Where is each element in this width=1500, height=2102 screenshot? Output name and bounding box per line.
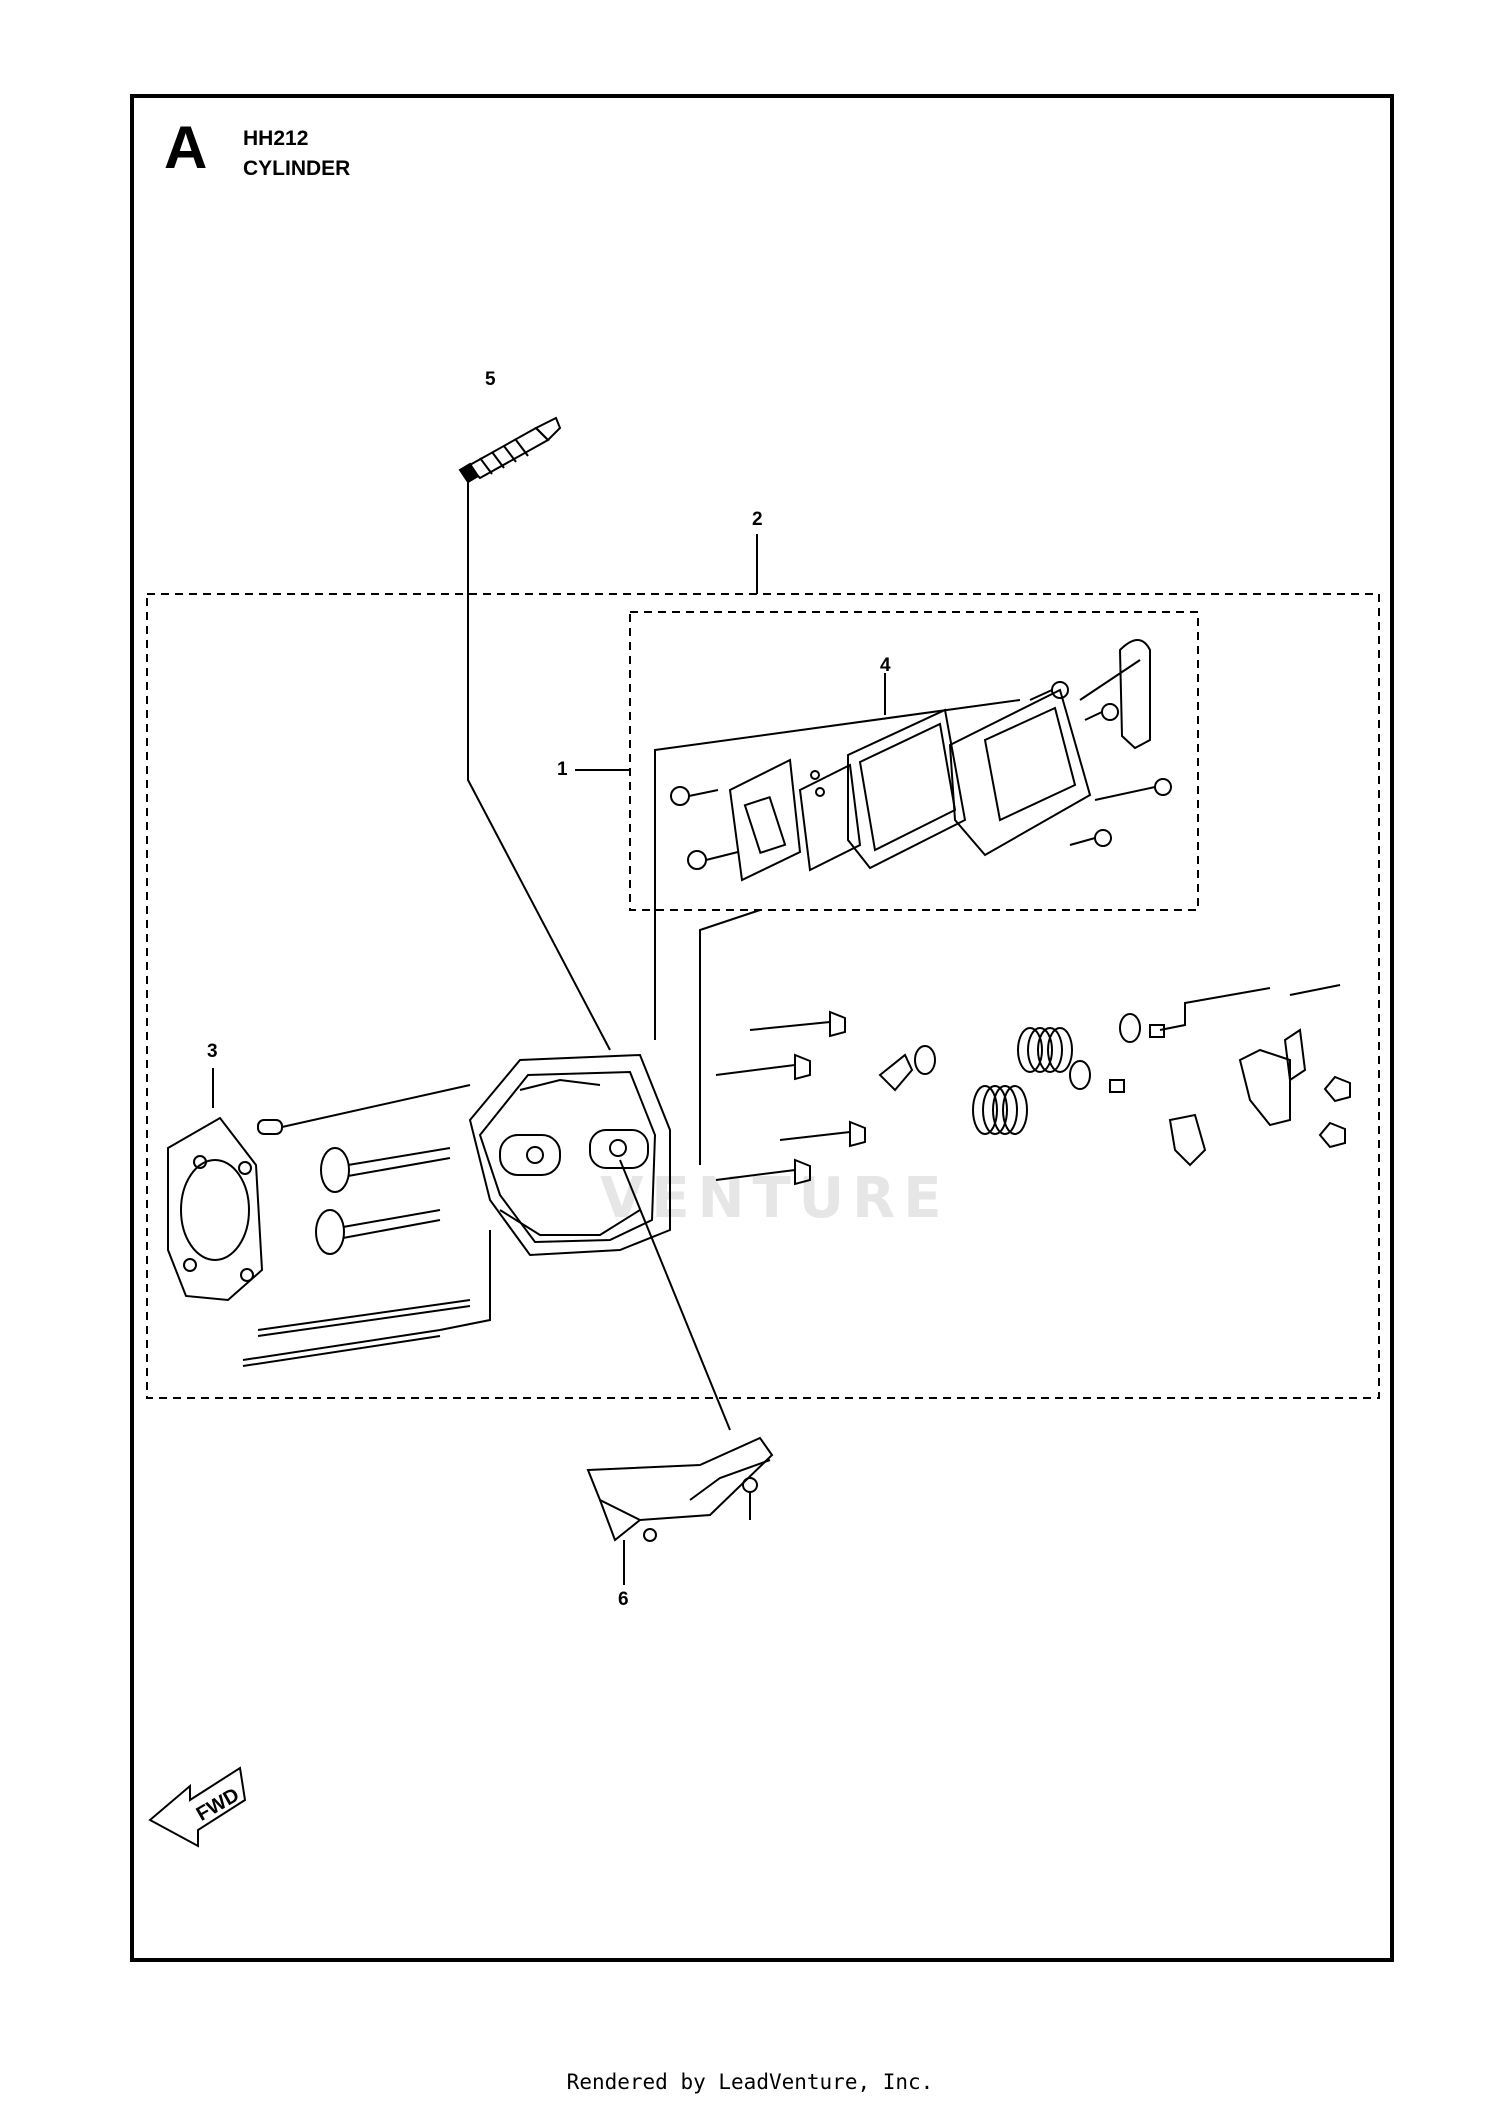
footer-credit: Rendered by LeadVenture, Inc. <box>566 2070 934 2094</box>
shroud-leader <box>619 1159 731 1431</box>
spark-plug-leader <box>467 482 611 1051</box>
callout-3: 3 <box>207 1041 218 1062</box>
fwd-arrow-shape <box>148 1766 247 1848</box>
dowel-pin <box>257 1119 283 1135</box>
model-number: HH212 <box>243 127 309 150</box>
fwd-label: FWD <box>193 1784 243 1826</box>
cover-leader <box>654 699 1021 1040</box>
head-bolts <box>715 1010 866 1186</box>
cylinder-head <box>468 1053 671 1257</box>
callout-4: 4 <box>880 655 891 676</box>
callout-2: 2 <box>752 509 763 530</box>
head-gasket <box>167 1116 264 1302</box>
section-letter: A <box>164 114 208 181</box>
spark-plug <box>458 416 562 484</box>
valves <box>315 1147 451 1255</box>
group-box-2 <box>146 593 1380 1399</box>
valve-cover-parts <box>670 639 1172 882</box>
section-name: CYLINDER <box>243 157 351 180</box>
callout-1: 1 <box>557 759 568 780</box>
air-shroud <box>586 1436 774 1542</box>
callout-6: 6 <box>618 1589 629 1610</box>
group-box-1 <box>629 611 1199 911</box>
watermark: VENTURE <box>600 1166 950 1231</box>
valve-train <box>878 984 1351 1167</box>
push-rods <box>242 1230 491 1367</box>
diagram-frame <box>130 94 1394 1962</box>
callout-5: 5 <box>485 369 496 390</box>
